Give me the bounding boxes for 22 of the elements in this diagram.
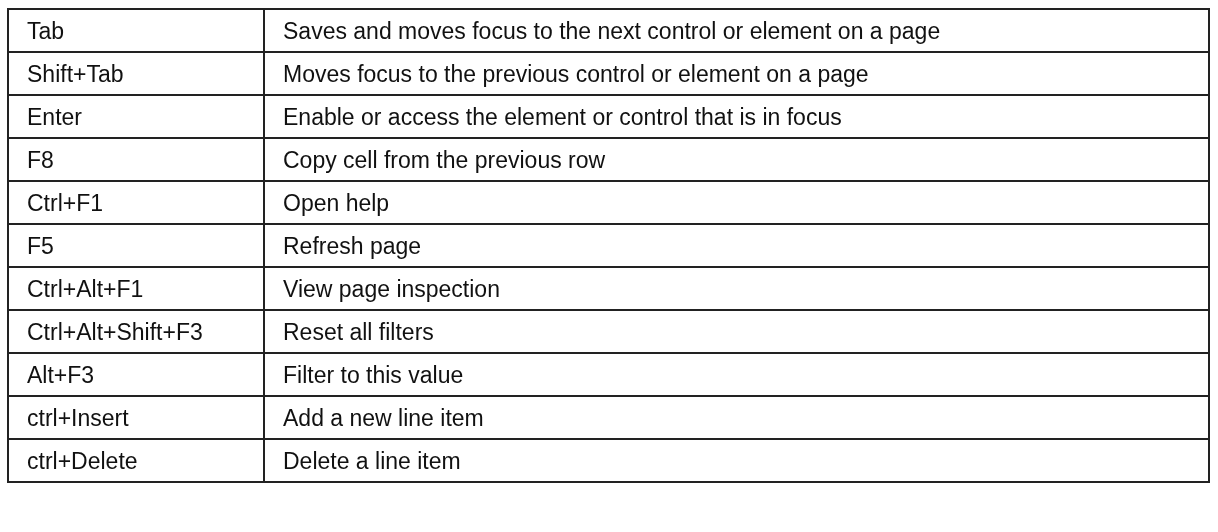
shortcut-key-cell: Ctrl+F1 [8, 181, 264, 224]
shortcut-key-cell: Shift+Tab [8, 52, 264, 95]
description-cell: Copy cell from the previous row [264, 138, 1209, 181]
shortcut-key-cell: ctrl+Delete [8, 439, 264, 482]
shortcut-key-cell: F8 [8, 138, 264, 181]
shortcut-key-cell: Ctrl+Alt+F1 [8, 267, 264, 310]
description-cell: Moves focus to the previous control or element on a page [264, 52, 1209, 95]
description-cell: Delete a line item [264, 439, 1209, 482]
shortcut-key-cell: Alt+F3 [8, 353, 264, 396]
shortcut-key-cell: Enter [8, 95, 264, 138]
shortcut-key-cell: F5 [8, 224, 264, 267]
description-cell: Enable or access the element or control that is in focus [264, 95, 1209, 138]
description-cell: Saves and moves focus to the next control or element on a page [264, 9, 1209, 52]
description-cell: Refresh page [264, 224, 1209, 267]
description-cell: View page inspection [264, 267, 1209, 310]
description-cell: Reset all filters [264, 310, 1209, 353]
shortcut-key-cell: ctrl+Insert [8, 396, 264, 439]
description-cell: Add a new line item [264, 396, 1209, 439]
description-cell: Filter to this value [264, 353, 1209, 396]
shortcut-key-cell: Tab [8, 9, 264, 52]
shortcut-key-cell: Ctrl+Alt+Shift+F3 [8, 310, 264, 353]
description-cell: Open help [264, 181, 1209, 224]
